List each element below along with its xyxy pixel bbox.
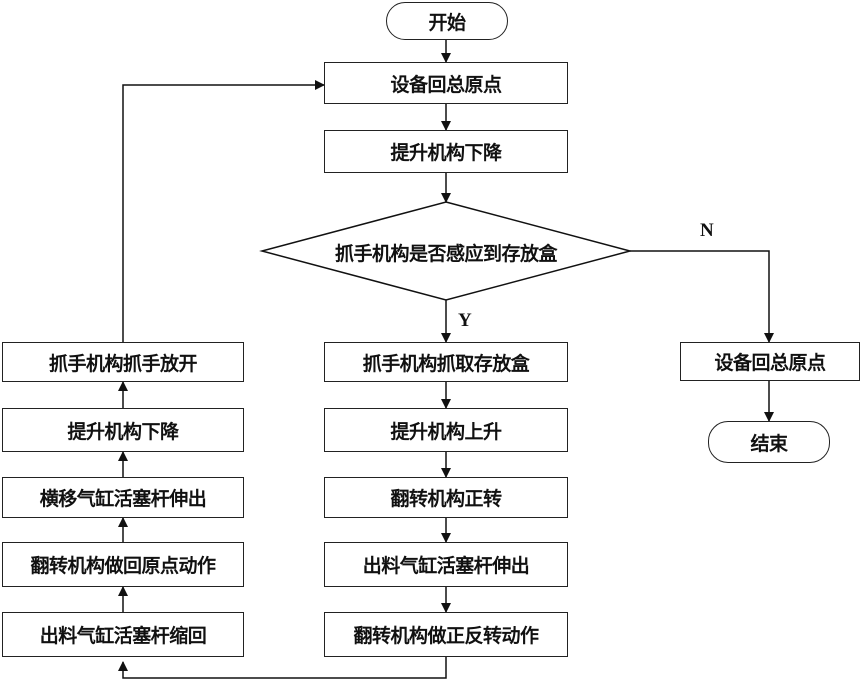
yes-step-3: 翻转机构正转 bbox=[324, 477, 568, 518]
return-step-4-label: 翻转机构做回原点动作 bbox=[30, 555, 216, 577]
return-step-3: 横移气缸活塞杆伸出 bbox=[2, 477, 244, 518]
return-step-4: 翻转机构做回原点动作 bbox=[2, 542, 244, 587]
arrow-ret1-to-step1 bbox=[122, 80, 325, 342]
end-label: 结束 bbox=[750, 432, 788, 455]
yes-step-2: 提升机构上升 bbox=[324, 408, 568, 452]
yes-step-3-label: 翻转机构正转 bbox=[390, 488, 502, 510]
step-lift-down: 提升机构下降 bbox=[324, 130, 568, 173]
arrow-decision-no bbox=[630, 250, 774, 343]
yes-step-1-label: 抓手机构抓取存放盒 bbox=[362, 352, 530, 375]
decision-diamond bbox=[259, 201, 633, 301]
step-return-origin-label: 设备回总原点 bbox=[390, 73, 502, 96]
yes-branch-label: Y bbox=[458, 310, 472, 331]
yes-step-5: 翻转机构做正反转动作 bbox=[324, 612, 568, 657]
return-step-2-label: 提升机构下降 bbox=[67, 420, 179, 443]
yes-step-1: 抓手机构抓取存放盒 bbox=[324, 342, 568, 382]
step-return-origin: 设备回总原点 bbox=[324, 62, 568, 104]
step-lift-down-label: 提升机构下降 bbox=[390, 142, 502, 164]
no-step-return-origin: 设备回总原点 bbox=[680, 342, 860, 381]
return-step-5: 出料气缸活塞杆缩回 bbox=[2, 612, 244, 657]
yes-step-2-label: 提升机构上升 bbox=[390, 420, 502, 443]
no-step-return-origin-label: 设备回总原点 bbox=[714, 352, 826, 374]
return-step-1-label: 抓手机构抓手放开 bbox=[48, 352, 198, 375]
yes-step-4: 出料气缸活塞杆伸出 bbox=[324, 542, 568, 587]
start-terminal: 开始 bbox=[386, 2, 508, 40]
no-branch-label: N bbox=[700, 220, 714, 241]
start-label: 开始 bbox=[428, 11, 466, 34]
end-terminal: 结束 bbox=[708, 421, 830, 463]
return-step-1: 抓手机构抓手放开 bbox=[2, 342, 244, 382]
return-step-2: 提升机构下降 bbox=[2, 408, 244, 452]
decision-label: 抓手机构是否感应到存放盒 bbox=[334, 243, 558, 265]
yes-step-4-label: 出料气缸活塞杆伸出 bbox=[362, 555, 530, 577]
arrow-yes5-to-return bbox=[118, 657, 447, 679]
return-step-5-label: 出料气缸活塞杆缩回 bbox=[39, 625, 207, 647]
return-step-3-label: 横移气缸活塞杆伸出 bbox=[39, 488, 207, 510]
yes-step-5-label: 翻转机构做正反转动作 bbox=[353, 625, 539, 647]
